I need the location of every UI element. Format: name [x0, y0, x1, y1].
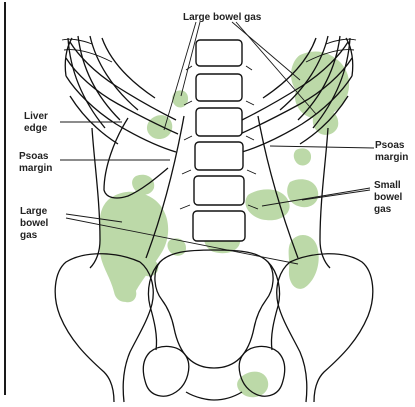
- vertebra-t11: [196, 40, 242, 66]
- label-psoas-margin-left: margin: [19, 163, 52, 174]
- label-small-bowel-1: Small: [374, 180, 401, 191]
- label-psoas-left: Psoas: [19, 151, 49, 162]
- vertebra-t12: [196, 74, 242, 101]
- gas-bottom-center: [237, 372, 268, 398]
- vertebral-column: [180, 40, 258, 241]
- pelvis: [55, 250, 373, 402]
- right-si-joint: [268, 262, 280, 350]
- gas-small-bowel-right-2: [287, 179, 318, 207]
- gas-liver-edge: [147, 115, 172, 139]
- label-psoas-margin-right: margin: [375, 152, 408, 163]
- sacrum: [155, 250, 273, 368]
- label-liver-edge: edge: [24, 123, 48, 134]
- gas-right-upper-2: [313, 109, 338, 135]
- gas-left-large: [100, 192, 168, 302]
- label-bowel-left: bowel: [20, 218, 49, 229]
- label-large-left: Large: [20, 206, 48, 217]
- label-large-bowel-gas-top: Large bowel gas: [183, 12, 262, 23]
- label-small-bowel-3: gas: [374, 204, 392, 215]
- left-obturator: [143, 346, 188, 396]
- vertebra-l4: [193, 211, 245, 241]
- gas-right-upper: [291, 51, 349, 118]
- label-psoas-right: Psoas: [375, 140, 405, 151]
- vertebra-l2: [195, 142, 243, 170]
- pubic-symphysis: [186, 392, 242, 400]
- label-liver: Liver: [24, 111, 48, 122]
- label-small-bowel-2: bowel: [374, 192, 403, 203]
- label-gas-left: gas: [20, 230, 38, 241]
- gas-small-bowel-right-3: [294, 148, 311, 165]
- vertebra-l1: [196, 108, 242, 136]
- vertebra-l3: [194, 176, 244, 205]
